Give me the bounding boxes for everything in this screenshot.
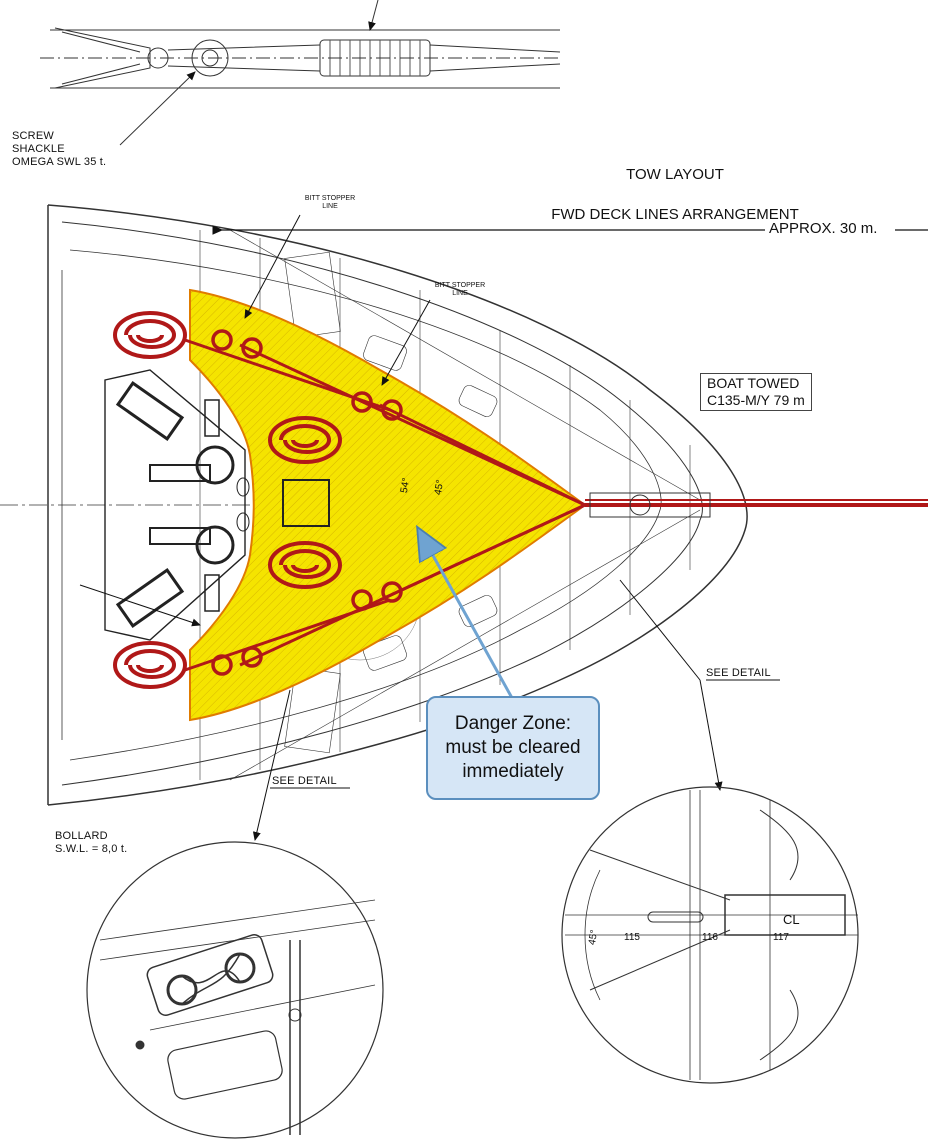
shackle-detail-drawing	[40, 0, 561, 146]
bollard-label: BOLLARD S.W.L. = 8,0 t.	[55, 830, 128, 855]
danger-zone-callout: Danger Zone: must be cleared immediately	[426, 696, 600, 800]
boat-towed-label: BOAT TOWED C135-M/Y 79 m	[700, 373, 812, 411]
bollard-icon	[211, 329, 403, 676]
danger-zone-area	[189, 288, 587, 722]
detail-115-label: 115	[624, 932, 640, 943]
detail-116-label: 116	[702, 932, 718, 943]
bitt-stopper-label-1: BITT STOPPER LINE	[304, 195, 356, 210]
leader-lines	[79, 214, 780, 841]
see-detail-left-label: SEE DETAIL	[272, 775, 337, 787]
see-detail-right-label: SEE DETAIL	[706, 667, 771, 679]
ship-bow-hull	[0, 204, 928, 806]
winch-icon	[104, 369, 330, 641]
drawing-title: TOW LAYOUT FWD DECK LINES ARRANGEMENT	[520, 145, 830, 245]
detail-117-label: 117	[773, 932, 789, 943]
fairlead-detail-circle	[561, 786, 859, 1084]
bollard-detail-circle	[86, 841, 384, 1139]
tow-lines	[184, 338, 928, 672]
danger-zone-arrow	[420, 532, 514, 699]
bow-fairlead	[589, 492, 711, 518]
bitt-stopper-label-2: BITT STOPPER LINE	[434, 282, 486, 297]
coiled-rope-icon	[113, 311, 343, 689]
detail-cl-label: CL	[783, 912, 800, 927]
approx-distance-label: APPROX. 30 m.	[765, 220, 882, 237]
screw-shackle-label: SCREW SHACKLE OMEGA SWL 35 t.	[12, 130, 107, 168]
title-line-2: FWD DECK LINES ARRANGEMENT	[551, 206, 799, 223]
title-line-1: TOW LAYOUT	[626, 166, 724, 183]
